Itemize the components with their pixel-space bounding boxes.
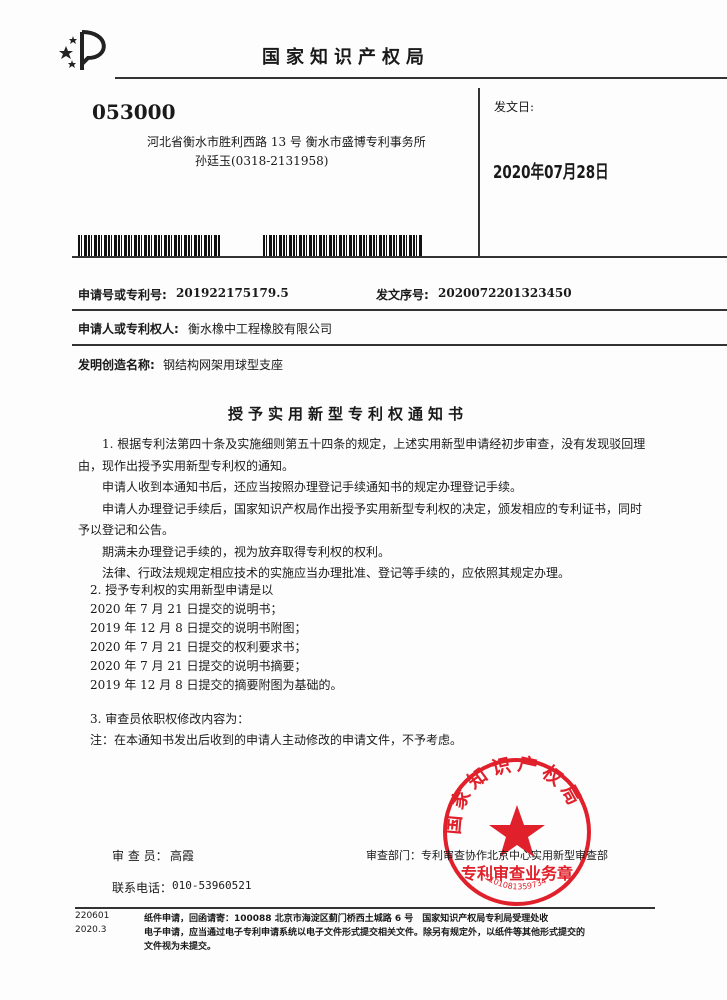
issue-date-label: 发文日: xyxy=(494,100,535,114)
serial-label: 发文序号: xyxy=(376,288,429,302)
phone-number: 010-53960521 xyxy=(172,879,252,892)
form-version: 2020.3 xyxy=(75,925,107,935)
org-title: 国家知识产权局 xyxy=(262,47,430,68)
header-divider xyxy=(478,88,480,258)
section-1-line: 法律、行政法规规定相应技术的实施应当办理批准、登记等手续的，应依照其规定办理。 xyxy=(102,566,571,580)
official-seal-stamp: 国家知识产权局 专利审查业务章 1101081359734 xyxy=(442,755,591,906)
recipient-contact: 孙廷玉(0318-2131958) xyxy=(195,154,329,168)
section-2-line: 2. 授予专利权的实用新型申请是以 xyxy=(90,583,274,597)
notice-title: 授予实用新型专利权通知书 xyxy=(228,405,469,423)
footer-line-1: 纸件申请，回函请寄：100088 北京市海淀区蓟门桥西土城路 6 号 国家知识产… xyxy=(144,914,549,924)
section-2-line: 2020 年 7 月 21 日提交的权利要求书； xyxy=(90,640,307,654)
form-code: 220601 xyxy=(75,911,110,921)
examiner-label: 审 查 员： xyxy=(112,849,168,863)
section-1-line: 申请人办理登记手续后，国家知识产权局作出授予实用新型专利权的决定，颁发相应的专利… xyxy=(102,501,643,516)
cnipa-logo-icon xyxy=(59,30,106,70)
section-1-line: 申请人收到本通知书后，还应当按照办理登记手续通知书的规定办理登记手续。 xyxy=(102,480,523,494)
app-no-label: 申请号或专利号: xyxy=(78,288,167,302)
section-2-line: 2020 年 7 月 21 日提交的说明书摘要； xyxy=(90,659,307,673)
section-1-line: 期满未办理登记手续的，视为放弃取得专利权的权利。 xyxy=(102,544,391,559)
invention-label: 发明创造名称: xyxy=(78,358,155,372)
footer-line-3: 文件视为未提交。 xyxy=(144,942,217,952)
section-1-line: 1. 根据专利法第四十条及实施细则第五十四条的规定，上述实用新型申请经初步审查，… xyxy=(102,437,646,451)
invention-name: 钢结构网架用球型支座 xyxy=(163,358,284,372)
postal-code: 053000 xyxy=(92,100,176,124)
dept-label: 审查部门： xyxy=(366,849,421,862)
recipient-address: 河北省衡水市胜利西路 13 号 衡水市盛博专利事务所 xyxy=(147,135,426,149)
section-2-line: 2020 年 7 月 21 日提交的说明书； xyxy=(90,602,283,616)
phone-label: 联系电话： xyxy=(112,881,173,895)
app-no: 201922175179.5 xyxy=(176,286,289,300)
dept-name: 专利审查协作北京中心实用新型审查部 xyxy=(421,849,608,862)
section-2: 2. 授予专利权的实用新型申请是以 2020 年 7 月 21 日提交的说明书；… xyxy=(90,581,343,695)
issue-date: 2020年07月28日 xyxy=(493,162,609,183)
section-2-line: 2019 年 12 月 8 日提交的摘要附图为基础的。 xyxy=(90,678,343,692)
section-1-line: 由，现作出授予实用新型专利权的通知。 xyxy=(78,458,295,473)
applicant: 衡水橡中工程橡胶有限公司 xyxy=(188,322,333,336)
barcode-right xyxy=(263,235,423,256)
section-3-line: 3. 审查员依职权修改内容为： xyxy=(90,712,250,726)
section-3-line: 注：在本通知书发出后收到的申请人主动修改的申请文件，不予考虑。 xyxy=(90,733,463,747)
examiner-name: 高霞 xyxy=(170,849,195,863)
section-3: 3. 审查员依职权修改内容为： 注：在本通知书发出后收到的申请人主动修改的申请文… xyxy=(90,709,462,751)
barcode-left xyxy=(78,235,221,256)
serial-no: 2020072201323450 xyxy=(438,286,572,300)
applicant-label: 申请人或专利权人: xyxy=(78,322,179,336)
footer-line-2: 电子申请，应当通过电子专利申请系统以电子文件形式提交相关文件。除另有规定外，以纸… xyxy=(144,928,586,938)
section-2-line: 2019 年 12 月 8 日提交的说明书附图； xyxy=(90,621,307,635)
section-1: 1. 根据专利法第四十条及实施细则第五十四条的规定，上述实用新型申请经初步审查，… xyxy=(78,434,678,585)
section-1-line: 予以登记和公告。 xyxy=(78,523,175,537)
stamp-center-text: 专利审查业务章 xyxy=(461,864,573,883)
